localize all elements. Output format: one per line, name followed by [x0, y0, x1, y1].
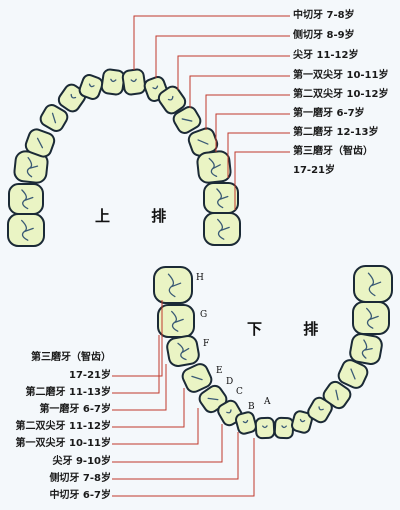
lower-tooth-9 — [273, 416, 295, 440]
lower-label-second-premolar: 第二双尖牙 11-12岁 — [15, 421, 111, 432]
lower-tooth-16 — [353, 265, 393, 303]
tooth-letter-b: B — [248, 402, 255, 412]
upper-tooth-11 — [157, 85, 187, 115]
lower-leader-line-5 — [112, 408, 199, 445]
upper-tooth-1 — [7, 213, 45, 247]
upper-label-third-molar: 第三磨牙（智齿） — [293, 146, 373, 157]
lower-leader-lines — [112, 300, 255, 497]
lower-tooth-3 — [166, 335, 200, 367]
lower-label-third-molar: 第三磨牙（智齿） — [31, 352, 111, 363]
upper-tooth-16 — [203, 212, 241, 246]
upper-label-first-molar: 第一磨牙 6-7岁 — [293, 108, 365, 119]
lower-arch — [153, 265, 393, 440]
lower-leader-line-8 — [112, 438, 255, 497]
tooth-letter-g: G — [200, 310, 208, 320]
lower-tooth-14 — [349, 333, 383, 365]
lower-label-first-molar: 第一磨牙 6-7岁 — [39, 404, 111, 415]
lower-leader-line-6 — [112, 424, 223, 463]
upper-arch-title: 上 排 — [95, 207, 185, 225]
lower-tooth-4 — [181, 363, 213, 393]
lower-leader-line-2 — [112, 335, 160, 394]
lower-tooth-13 — [337, 359, 369, 389]
upper-leader-line-8 — [234, 151, 290, 210]
lower-label-lateral-incisor: 侧切牙 7-8岁 — [49, 473, 111, 484]
upper-leader-line-3 — [177, 55, 290, 90]
lower-label-third-molar-age: 17-21岁 — [69, 370, 111, 381]
upper-tooth-8 — [100, 68, 126, 96]
lower-tooth-12 — [322, 380, 352, 410]
upper-arch — [7, 68, 241, 247]
tooth-letter-d: D — [226, 377, 234, 387]
upper-label-lateral-incisor: 侧切牙 8-9岁 — [293, 30, 355, 41]
upper-leader-line-5 — [205, 94, 290, 130]
upper-leader-line-6 — [215, 113, 290, 152]
lower-arch-title: 下 排 — [247, 320, 337, 338]
upper-tooth-15 — [203, 182, 239, 214]
upper-tooth-9 — [121, 68, 147, 96]
upper-tooth-4 — [24, 128, 56, 158]
tooth-letter-e: E — [216, 366, 223, 376]
lower-leader-line-7 — [112, 432, 239, 480]
lower-tooth-8 — [254, 416, 276, 440]
upper-leader-line-7 — [227, 132, 290, 178]
tooth-letter-f: F — [203, 339, 210, 349]
upper-leader-lines — [133, 15, 290, 210]
tooth-letter-a: A — [264, 397, 271, 407]
upper-label-third-molar-age: 17-21岁 — [293, 165, 335, 176]
upper-label-canine: 尖牙 11-12岁 — [293, 50, 359, 61]
lower-leader-line-4 — [112, 388, 185, 428]
lower-tooth-7 — [235, 411, 257, 435]
tooth-letter-h: H — [196, 273, 204, 283]
lower-tooth-2 — [157, 304, 195, 338]
lower-leader-line-3 — [112, 364, 167, 411]
lower-tooth-1 — [153, 266, 193, 304]
upper-tooth-6 — [57, 83, 87, 113]
upper-label-second-molar: 第二磨牙 12-13岁 — [293, 127, 379, 138]
upper-label-first-premolar: 第一双尖牙 10-11岁 — [293, 70, 389, 81]
upper-tooth-5 — [39, 104, 69, 132]
upper-tooth-7 — [78, 74, 104, 100]
lower-label-central-incisor: 中切牙 6-7岁 — [49, 490, 111, 501]
lower-label-first-premolar: 第一双尖牙 10-11岁 — [15, 438, 111, 449]
lower-leader-line-1 — [112, 300, 163, 377]
lower-tooth-15 — [352, 301, 390, 335]
upper-tooth-2 — [8, 183, 44, 215]
upper-tooth-14 — [196, 150, 232, 184]
lower-label-second-molar: 第二磨牙 11-13岁 — [25, 387, 111, 398]
upper-label-central-incisor: 中切牙 7-8岁 — [293, 10, 355, 21]
tooth-letter-c: C — [236, 387, 243, 397]
upper-label-second-premolar: 第二双尖牙 10-12岁 — [293, 89, 389, 100]
upper-leader-line-1 — [133, 15, 290, 70]
upper-leader-line-4 — [189, 75, 290, 108]
upper-tooth-12 — [172, 106, 202, 134]
lower-label-canine: 尖牙 9-10岁 — [52, 456, 111, 467]
upper-leader-line-2 — [155, 35, 290, 78]
lower-tooth-10 — [291, 410, 313, 434]
